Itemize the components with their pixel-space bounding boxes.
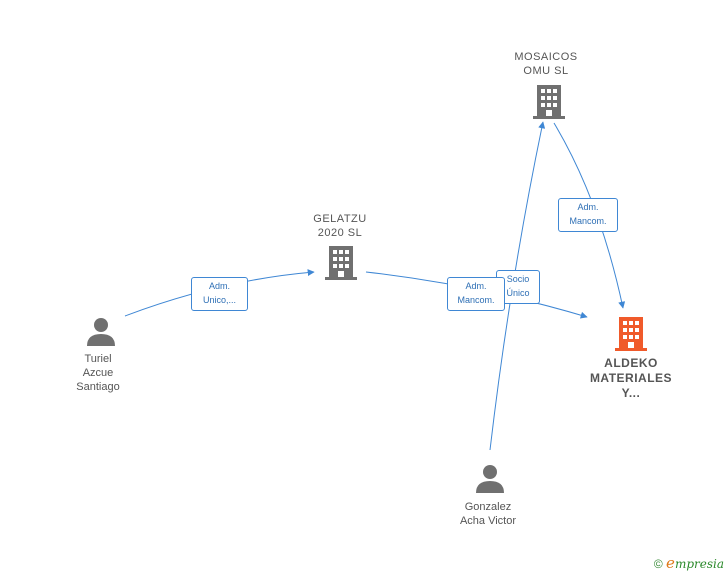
- node-label-aldeko: ALDEKO MATERIALES Y...: [589, 356, 673, 400]
- building-icon[interactable]: [533, 85, 565, 119]
- edge-label-line: Adm.: [465, 281, 487, 291]
- person-icon[interactable]: [475, 463, 505, 493]
- edge-label-mosaicos-aldeko[interactable]: Adm. Mancom.: [558, 198, 618, 232]
- node-label-mosaicos: MOSAICOS OMU SL: [514, 51, 578, 77]
- copyright-symbol: ©: [653, 557, 663, 571]
- person-icon[interactable]: [86, 316, 116, 346]
- building-icon[interactable]: [325, 246, 357, 280]
- node-label-turiel: Turiel Azcue Santiago: [76, 353, 120, 393]
- edge-label-line: Unico,...: [202, 295, 236, 305]
- edge-label-line: Adm.: [208, 281, 230, 291]
- empresia-watermark: © empresia: [654, 554, 724, 572]
- node-label-gonzalez: Gonzalez Acha Victor: [459, 501, 517, 527]
- building-icon[interactable]: [615, 317, 647, 351]
- edge-label-gelatzu-aldeko[interactable]: Adm. Mancom.: [447, 277, 505, 311]
- brand-logo: empresia: [666, 554, 724, 572]
- node-label-gelatzu: GELATZU 2020 SL: [313, 213, 367, 239]
- edge-label-line: Mancom.: [457, 295, 495, 305]
- edge-label-line: Único: [506, 288, 530, 298]
- edge-label-line: Mancom.: [569, 216, 607, 226]
- edge-label-line: Adm.: [577, 202, 599, 212]
- edge-label-turiel-gelatzu[interactable]: Adm. Unico,...: [191, 277, 248, 311]
- edge-label-line: Socio: [506, 274, 530, 284]
